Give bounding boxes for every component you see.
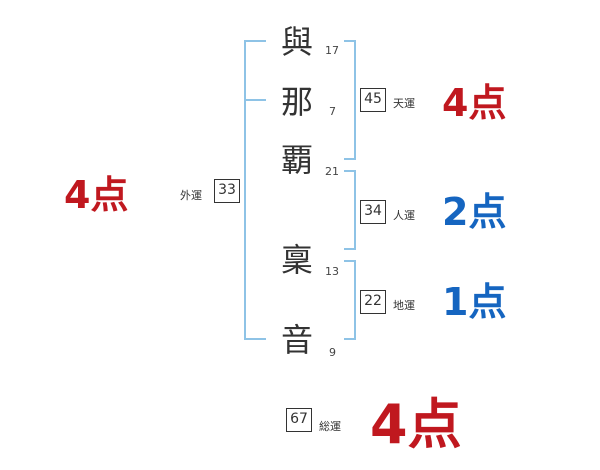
souun-label: 総運: [319, 420, 341, 433]
tenun-bracket-vertical: [354, 40, 356, 160]
jinun-score: 2点: [442, 190, 507, 234]
jinun-label: 人運: [393, 209, 415, 222]
gaiun-score: 4点: [64, 173, 129, 217]
tenun-label: 天運: [393, 97, 415, 110]
stroke-count-4: 13: [325, 265, 339, 278]
name-char-3: 覇: [280, 141, 313, 179]
outer-bracket-top: [244, 40, 266, 42]
chiun-bracket-bottom: [344, 338, 356, 340]
jinun-bracket-bottom: [344, 248, 356, 250]
souun-value-box: 67: [286, 408, 312, 432]
chiun-label: 地運: [393, 299, 415, 312]
name-char-1: 與: [280, 23, 313, 61]
chiun-value-box: 22: [360, 290, 386, 314]
chiun-score: 1点: [442, 280, 507, 324]
outer-bracket-mid: [244, 99, 266, 101]
stroke-count-3: 21: [325, 165, 339, 178]
name-char-2: 那: [280, 83, 313, 121]
tenun-value-box: 45: [360, 88, 386, 112]
tenun-bracket-top: [344, 40, 356, 42]
gaiun-value-box: 33: [214, 179, 240, 203]
jinun-bracket-vertical: [354, 170, 356, 250]
name-char-5: 音: [280, 321, 313, 359]
outer-bracket-vertical: [244, 40, 246, 340]
stroke-count-1: 17: [325, 44, 339, 57]
chiun-bracket-vertical: [354, 260, 356, 340]
name-char-4: 稟: [280, 241, 313, 279]
gaiun-label: 外運: [180, 189, 202, 202]
outer-bracket-bottom: [244, 338, 266, 340]
souun-score: 4点: [370, 393, 462, 456]
tenun-score: 4点: [442, 81, 507, 125]
chiun-bracket-top: [344, 260, 356, 262]
jinun-bracket-top: [344, 170, 356, 172]
jinun-value-box: 34: [360, 200, 386, 224]
tenun-bracket-bottom: [344, 158, 356, 160]
stroke-count-5: 9: [329, 346, 336, 359]
stroke-count-2: 7: [329, 105, 336, 118]
